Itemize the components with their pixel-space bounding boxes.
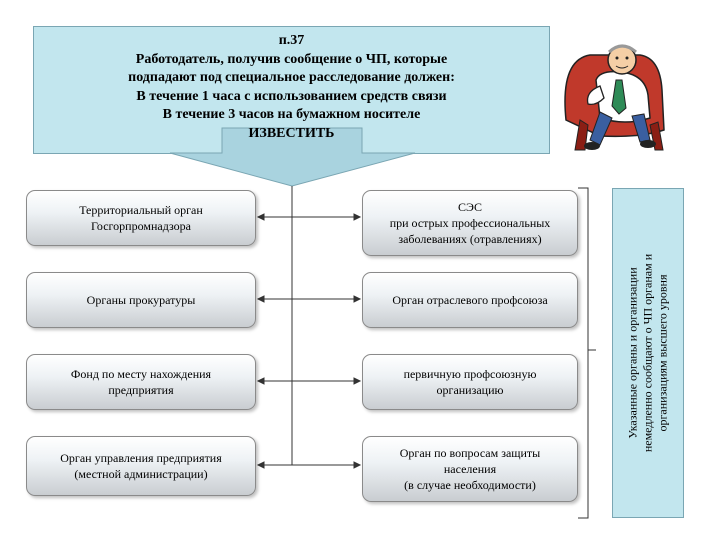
right-box-3-line-1: первичную профсоюзную [403,367,537,381]
side-note-line-2: немедленно сообщают о ЧП органам и [640,253,655,453]
right-box-2-line-1: Орган отраслевого профсоюза [392,293,548,307]
header-line-4: В течение 3 часов на бумажном носителе [162,107,421,122]
left-box-1-line-1: Территориальный орган [79,203,203,217]
right-box-1-line-3: заболеваниях (отравлениях) [398,232,542,246]
left-box-3-line-1: Фонд по месту нахождения [70,367,212,381]
right-box-trade-union: Орган отраслевого профсоюза [362,272,578,328]
arrowhead-left-2 [256,295,265,303]
header-line-notify: ИЗВЕСТИТЬ [248,125,335,141]
left-box-4-line-2: (местной администрации) [74,467,208,481]
side-note-line-1: Указанные органы и организации [625,267,640,439]
arrowhead-right-3 [353,377,362,385]
right-connectors [292,213,362,469]
side-note: Указанные органы и организации немедленн… [612,188,684,518]
left-box-3-line-2: предприятия [108,383,174,397]
left-box-4-line-1: Орган управления предприятия [60,451,222,465]
left-box-2-line-1: Органы прокуратуры [86,293,196,307]
left-connectors [256,213,292,469]
left-box-prosecutor: Органы прокуратуры [26,272,256,328]
right-box-ses: СЭС при острых профессиональных заболева… [362,190,578,256]
right-box-4-line-3: (в случае необходимости) [404,478,536,492]
arrowhead-left-3 [256,377,265,385]
right-box-civil-protection: Орган по вопросам защиты населения (в сл… [362,436,578,502]
right-box-1-line-2: при острых профессиональных [389,216,551,230]
notify-arrow [169,127,416,187]
left-box-gosgorpromnadzor: Территориальный орган Госгорпромнадзора [26,190,256,246]
header-line-3: В течение 1 часа с использованием средст… [136,88,447,104]
arrowhead-right-4 [353,461,362,469]
arrowhead-right-1 [353,213,362,221]
side-note-box [612,188,684,518]
header-line-2: подпадают под специальное расследование … [128,70,455,85]
left-box-1-line-2: Госгорпромнадзора [91,219,191,233]
right-box-1-line-1: СЭС [458,200,482,214]
header-line-1: Работодатель, получив сообщение о ЧП, ко… [135,51,448,67]
left-box-management: Орган управления предприятия (местной ад… [26,436,256,496]
businessman-clipart [564,44,665,151]
header-line-clause: п.37 [278,33,305,48]
header-text: п.37 Работодатель, получив сообщение о Ч… [33,32,550,143]
right-box-4-line-2: населения [443,462,497,476]
right-box-4-line-1: Орган по вопросам защиты [399,446,541,460]
arrowhead-left-1 [256,213,265,221]
right-bracket [578,187,596,519]
right-box-3-line-2: организацию [436,383,504,397]
arrowhead-right-2 [353,295,362,303]
left-box-fund: Фонд по месту нахождения предприятия [26,354,256,410]
right-box-primary-union: первичную профсоюзную организацию [362,354,578,410]
side-note-line-3: организациям высшего уровня [655,274,670,432]
arrowhead-left-4 [256,461,265,469]
